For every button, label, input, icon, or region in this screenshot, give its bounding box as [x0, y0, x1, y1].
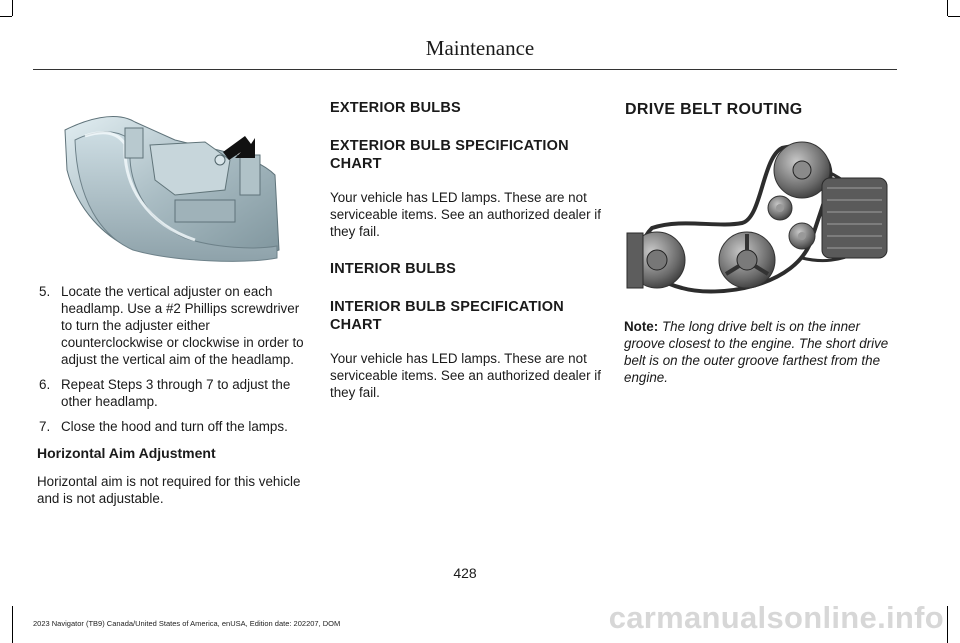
note-label: Note: — [624, 319, 659, 334]
header-divider — [33, 69, 897, 70]
drive-belt-note: Note: The long drive belt is on the inne… — [624, 318, 899, 386]
exterior-bulbs-heading: EXTERIOR BULBS — [330, 100, 461, 116]
page-title: Maintenance — [425, 36, 535, 60]
crop-mark — [947, 0, 948, 16]
crop-mark — [12, 606, 13, 643]
exterior-text: Your vehicle has LED lamps. These are no… — [330, 190, 601, 239]
step-text: Locate the vertical adjuster on each hea… — [61, 284, 304, 367]
step-text: Repeat Steps 3 through 7 to adjust the o… — [61, 377, 291, 409]
step-text: Close the hood and turn off the lamps. — [61, 419, 288, 434]
crop-mark — [0, 16, 12, 17]
interior-chart-heading: INTERIOR BULB SPECIFICATION CHART — [330, 299, 564, 333]
page-number: 428 — [453, 565, 477, 581]
step-item: 5. Locate the vertical adjuster on each h… — [37, 283, 312, 368]
step-number: 5. — [39, 284, 51, 299]
step-item: 7. Close the hood and turn off the lamps. — [37, 418, 312, 435]
watermark: carmanualsonline.info — [608, 600, 944, 635]
drive-belt-illustration — [622, 138, 897, 298]
left-column: 5. Locate the vertical adjuster on each h… — [37, 283, 312, 507]
step-number: 6. — [39, 377, 51, 392]
middle-column: EXTERIOR BULBS EXTERIOR BULB SPECIFICATI… — [330, 99, 605, 401]
procedure-steps: 5. Locate the vertical adjuster on each h… — [37, 283, 312, 435]
crop-mark — [12, 0, 13, 16]
step-number: 7. — [39, 419, 51, 434]
interior-bulbs-heading: INTERIOR BULBS — [330, 261, 457, 277]
horizontal-aim-heading: Horizontal Aim Adjustment — [37, 445, 216, 461]
drive-belt-heading: DRIVE BELT ROUTING — [625, 101, 803, 118]
note-text: The long drive belt is on the inner groo… — [624, 319, 889, 385]
crop-mark — [948, 16, 960, 17]
horizontal-aim-text: Horizontal aim is not required for this … — [37, 474, 301, 506]
edition-footer: 2023 Navigator (TB9) Canada/United State… — [33, 619, 341, 628]
step-item: 6. Repeat Steps 3 through 7 to adjust the… — [37, 376, 312, 410]
interior-text: Your vehicle has LED lamps. These are no… — [330, 351, 601, 400]
headlamp-illustration — [55, 100, 285, 268]
crop-mark — [947, 606, 948, 643]
exterior-chart-heading: EXTERIOR BULB SPECIFICATION CHART — [330, 138, 569, 172]
